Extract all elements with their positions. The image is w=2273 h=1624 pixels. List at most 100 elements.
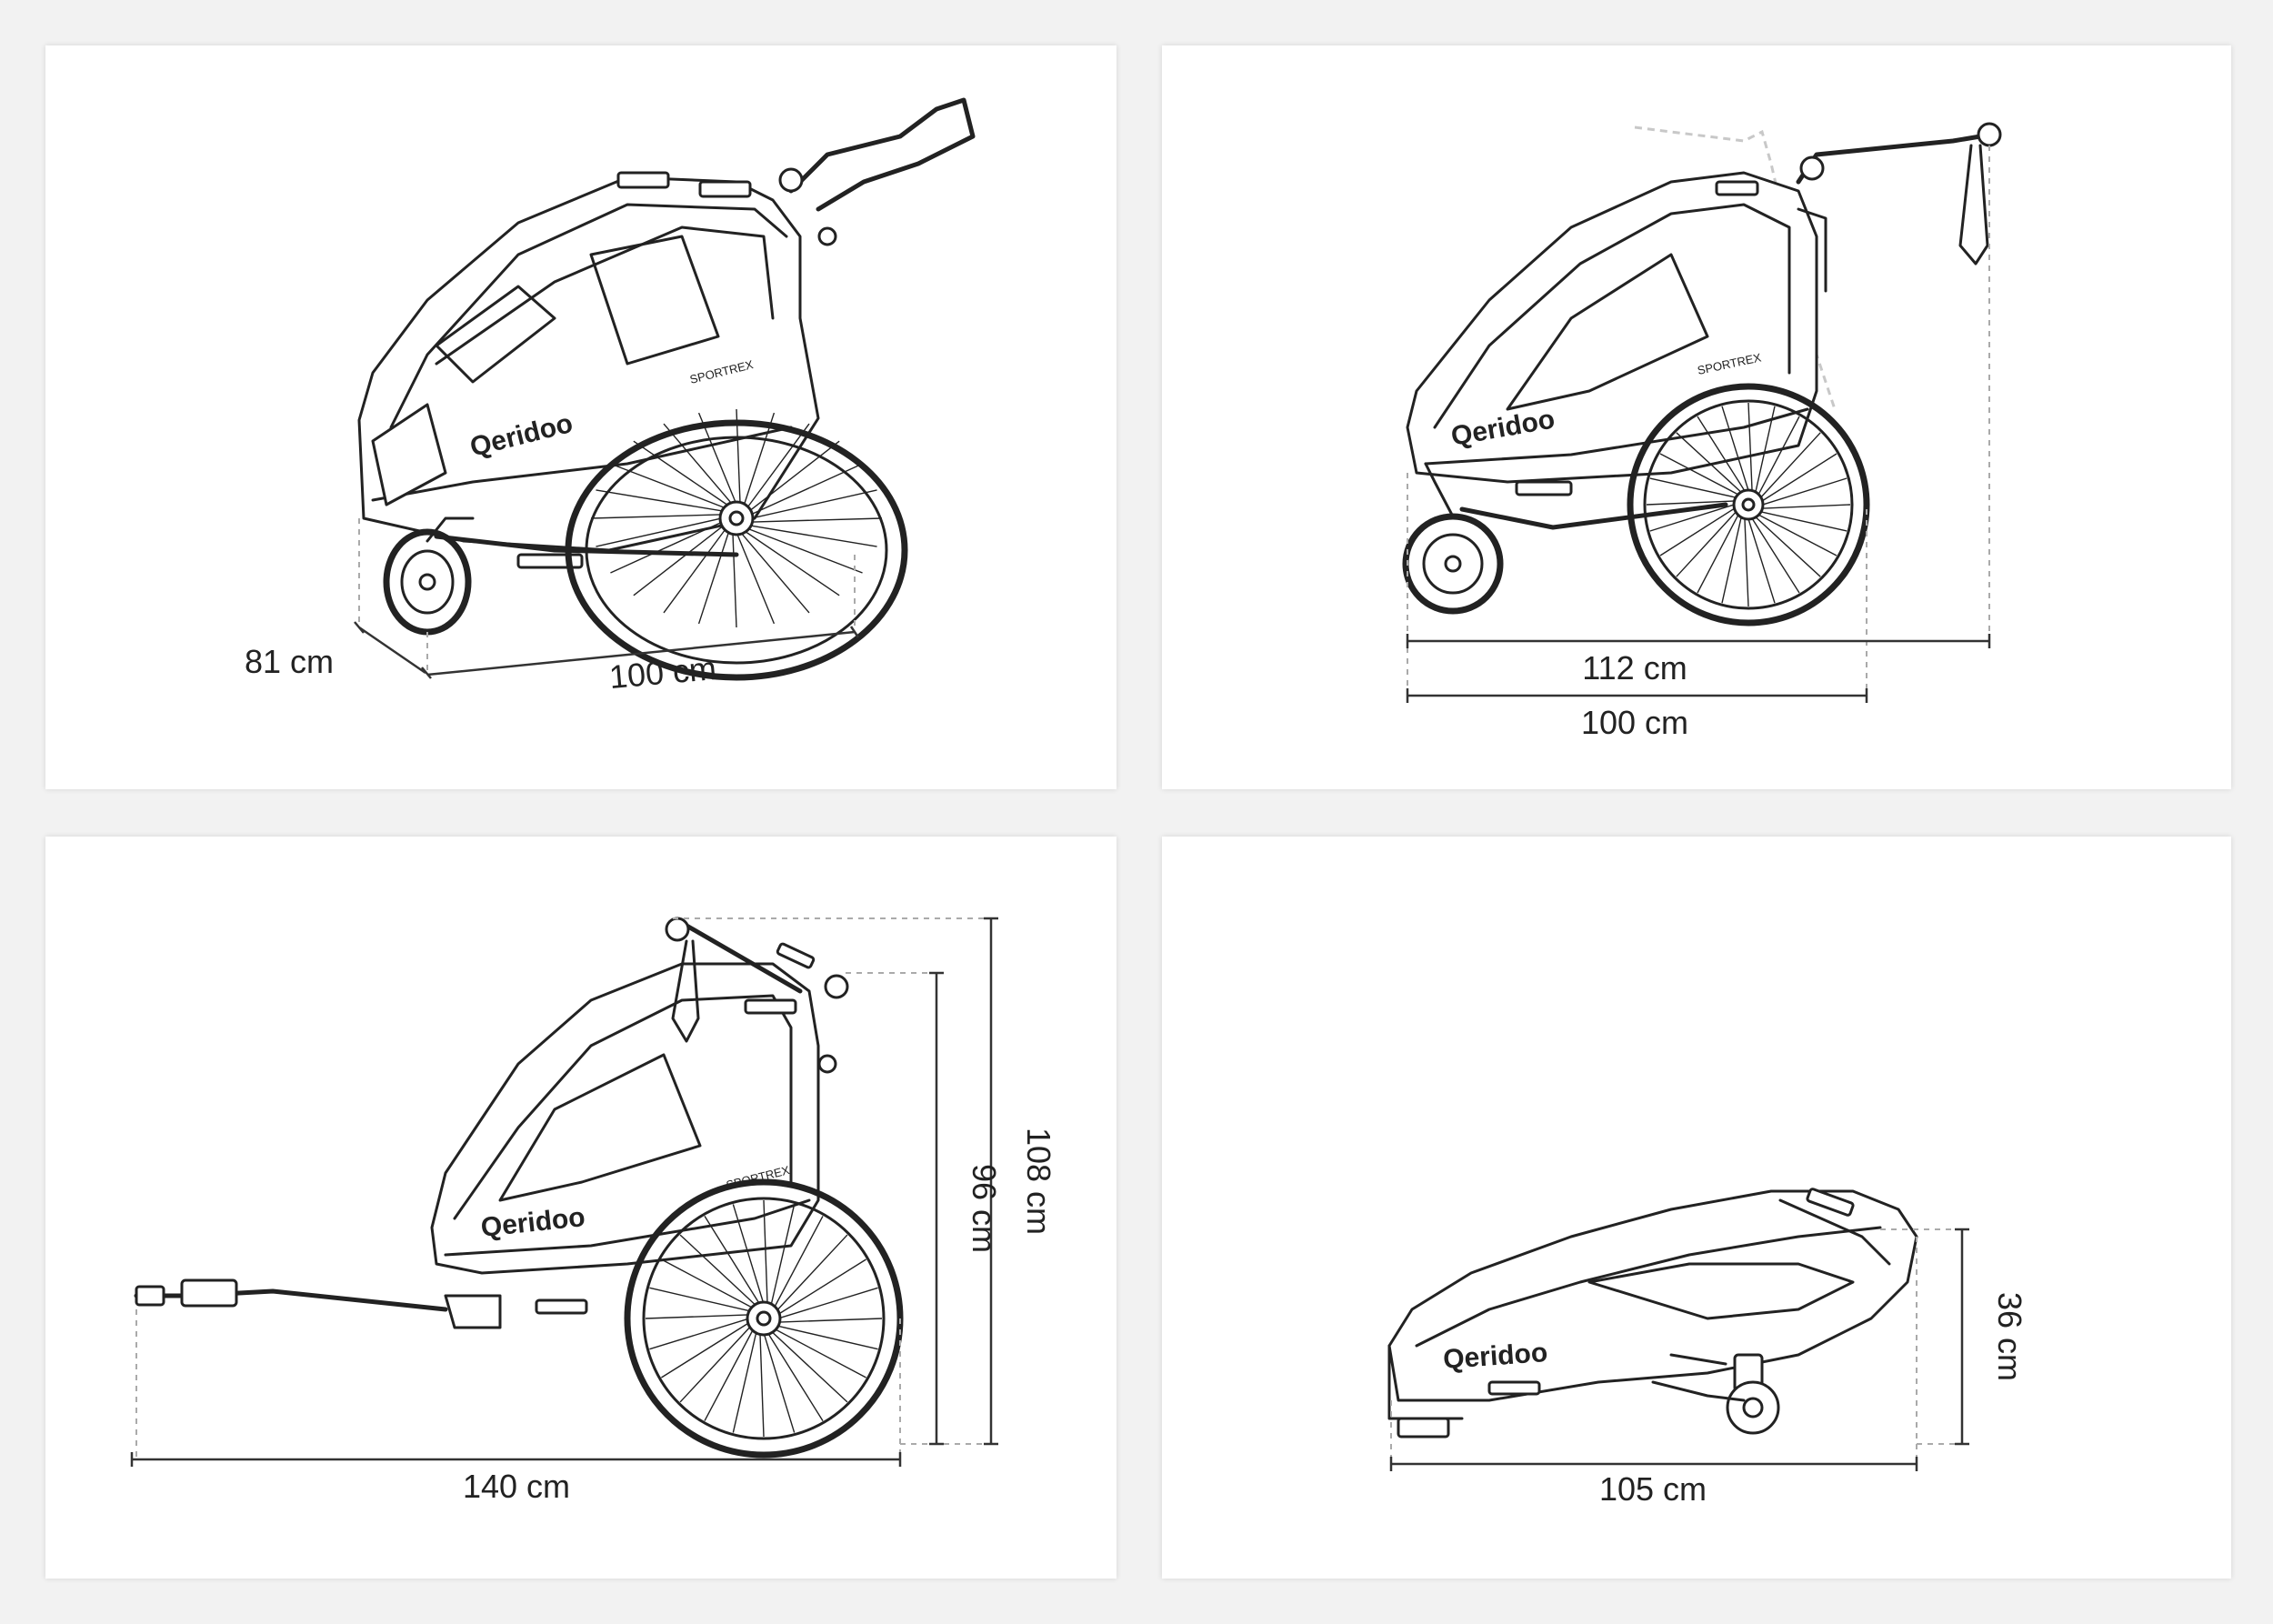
wheel-spoke <box>704 1216 762 1307</box>
wheel-spoke <box>735 530 776 625</box>
wheel-spoke <box>1760 504 1851 509</box>
wheel-spoke <box>1757 416 1800 496</box>
wheel-spoke <box>738 530 810 614</box>
wheel-spoke <box>732 1328 758 1433</box>
width-label: 81 cm <box>245 643 334 680</box>
wheel-spoke <box>663 423 735 506</box>
wheel-spoke <box>704 1327 756 1421</box>
side-trailer-panel: Qeridoo SPORTREX 108 cm 96 cm 140 cm <box>45 837 1116 1579</box>
wheel-spoke <box>1646 500 1737 506</box>
wheel-spoke <box>1754 406 1776 495</box>
wheel-spoke <box>774 1234 848 1313</box>
wheel-spoke <box>1697 416 1747 493</box>
wheel-spoke <box>769 1328 848 1403</box>
wheel-spoke <box>1649 503 1737 532</box>
handlebar <box>1796 125 1992 185</box>
wheel-spoke <box>769 1204 796 1308</box>
wheel-spoke <box>736 408 741 506</box>
wheel-spoke <box>596 516 725 547</box>
wheel-spoke <box>649 1317 752 1350</box>
height-label: 96 cm <box>966 1164 1003 1253</box>
wheel-spoke <box>746 524 877 547</box>
wheel-spoke <box>610 463 728 510</box>
wheel-spoke <box>1697 513 1740 594</box>
wheel-spoke <box>645 1314 752 1319</box>
side-stroller-drawing: Qeridoo SPORTREX 112 cm 100 cm <box>1402 122 2002 741</box>
wheel-spoke <box>679 1234 758 1308</box>
rear-wheel <box>565 408 908 681</box>
wheel-spoke <box>633 523 726 596</box>
wheel-spoke <box>772 1327 866 1378</box>
side-trailer-drawing: Qeridoo SPORTREX 108 cm 96 cm 140 cm <box>130 917 1057 1505</box>
wheel-spoke <box>663 526 728 614</box>
height-handle-label: 108 cm <box>1020 1128 1057 1235</box>
wheel-spoke <box>596 489 726 513</box>
wheel-spoke <box>732 1204 766 1307</box>
length-with-handle-label: 112 cm <box>1582 649 1687 687</box>
wrist-strap <box>671 939 700 1043</box>
wheel-spoke <box>1744 516 1749 607</box>
side-stroller-panel: Qeridoo SPORTREX 112 cm 100 cm <box>1162 45 2231 789</box>
wheel-spoke <box>1754 515 1821 577</box>
wheel-spoke <box>697 412 738 506</box>
perspective-drawing: Qeridoo SPORTREX 81 cm 100 cm <box>245 97 976 696</box>
wheel-spoke <box>1750 516 1800 594</box>
brand-label: Qeridoo <box>1442 1338 1548 1375</box>
wheel-spoke <box>732 530 737 628</box>
wheel-spoke <box>766 1330 824 1421</box>
wheel-spoke <box>661 1258 756 1310</box>
wheel-spoke <box>1649 477 1738 499</box>
trailer-body <box>430 962 820 1275</box>
rear-wheel <box>1627 383 1870 627</box>
wheel-spoke <box>759 1330 765 1438</box>
wheel-spoke <box>1676 432 1743 495</box>
wheel-spoke <box>774 1324 878 1350</box>
wheel-spoke <box>763 1199 768 1307</box>
wheel-spoke <box>610 520 725 574</box>
wheel-spoke <box>746 440 840 514</box>
wheel-spoke <box>1758 510 1847 532</box>
length-label: 100 cm <box>1581 704 1688 741</box>
wheel-spoke <box>1721 515 1743 604</box>
wheel-spoke <box>748 489 877 520</box>
handlebar <box>788 97 976 212</box>
wheel-spoke <box>649 1287 754 1313</box>
length-label: 100 cm <box>607 649 717 696</box>
wheel-spoke <box>762 1330 796 1433</box>
wheel-spoke <box>1659 506 1737 556</box>
folded-drawing: Qeridoo 36 cm 105 cm <box>1387 1188 2028 1508</box>
wheel-spoke <box>1757 513 1837 556</box>
front-wheel <box>383 528 472 636</box>
wrist-strap <box>1958 144 1989 266</box>
wheel-spoke <box>697 528 731 625</box>
length-label: 105 cm <box>1599 1470 1707 1508</box>
wheel-spoke <box>776 1258 866 1317</box>
wheel-spoke <box>1758 432 1821 499</box>
wheel-spoke <box>590 514 725 519</box>
length-dimension-line <box>426 630 856 677</box>
folded-panel: Qeridoo 36 cm 105 cm <box>1162 837 2231 1579</box>
wheel-spoke <box>748 517 883 523</box>
wheel-spoke <box>745 526 863 574</box>
wheel-spoke <box>1760 453 1837 503</box>
wheel-spoke <box>748 463 863 516</box>
wheel-spoke <box>1747 516 1776 604</box>
wheel-spoke <box>661 1320 752 1378</box>
wheel-spoke <box>1676 510 1738 577</box>
length-label: 140 cm <box>463 1468 570 1505</box>
wheel-spoke <box>679 1324 754 1403</box>
perspective-panel: Qeridoo SPORTREX 81 cm 100 cm <box>45 45 1116 789</box>
wheel-spoke <box>742 412 776 508</box>
wheel-spoke <box>776 1287 878 1320</box>
wheel-spoke <box>772 1216 824 1310</box>
wheel-spoke <box>745 423 810 510</box>
height-label: 36 cm <box>1991 1292 2028 1381</box>
wheel-spoke <box>633 440 731 508</box>
wheel-spoke <box>776 1318 883 1323</box>
wheel-spoke <box>742 528 840 596</box>
width-dimension-line <box>358 626 426 675</box>
wheel-spoke <box>1659 453 1740 496</box>
folded-wheel-hub <box>1726 1353 1780 1435</box>
wheel-spoke <box>1721 406 1750 493</box>
wheel-spoke <box>1747 402 1753 493</box>
